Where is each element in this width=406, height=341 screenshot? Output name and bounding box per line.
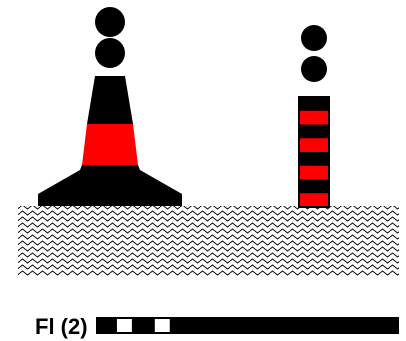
left-buoy-body-bottom-band <box>38 165 182 206</box>
left-topmark-ball-upper <box>95 7 125 37</box>
right-buoy-band-6 <box>300 165 328 180</box>
right-buoy-band-8 <box>300 193 328 208</box>
light-flash-2 <box>116 319 132 332</box>
left-buoy-body-red-band <box>82 124 138 165</box>
right-buoy-outline <box>298 96 330 208</box>
left-topmark-ball-lower <box>95 38 125 68</box>
left-conical-buoy <box>38 7 182 206</box>
sea-surface <box>18 206 399 276</box>
left-buoy-body-top-band <box>87 76 133 124</box>
right-buoy-band-7 <box>300 179 328 194</box>
light-flash-4 <box>154 319 170 332</box>
right-buoy-band-1 <box>300 97 328 112</box>
light-character-bar <box>96 317 399 334</box>
right-buoy-bands <box>298 96 330 208</box>
right-pillar-buoy <box>298 25 330 208</box>
right-topmark-ball-upper <box>301 25 327 51</box>
right-buoy-band-5 <box>300 152 328 167</box>
light-character-label: Fl (2) <box>35 314 88 339</box>
right-buoy-band-2 <box>300 110 328 125</box>
right-buoy-band-4 <box>300 138 328 153</box>
right-topmark-ball-lower <box>301 56 327 82</box>
light-bar-base <box>96 317 399 334</box>
right-buoy-band-3 <box>300 124 328 139</box>
